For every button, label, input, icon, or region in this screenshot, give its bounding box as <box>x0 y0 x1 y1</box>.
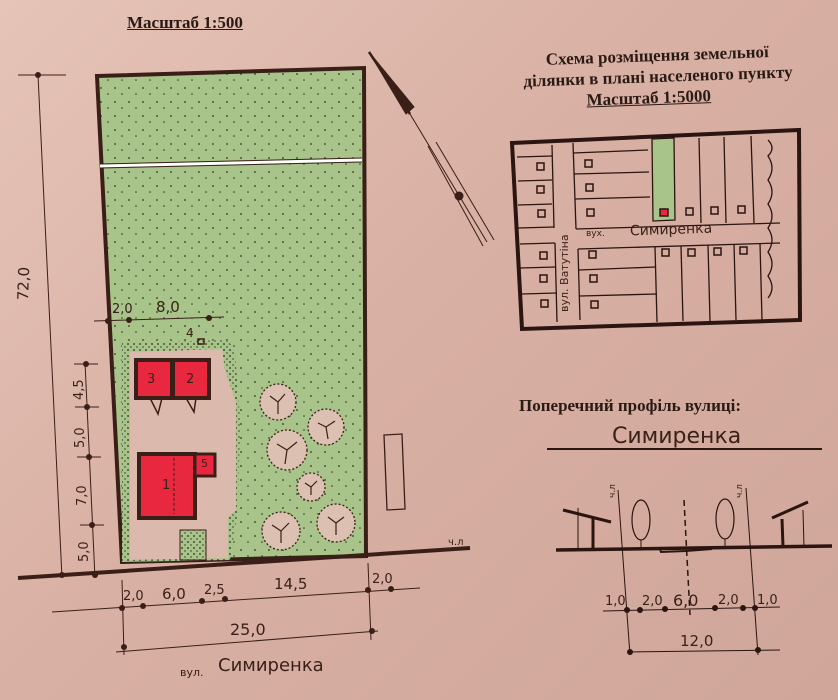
profile-dim-4: 2,0 <box>718 593 739 608</box>
street-vatutina-label: вул. Ватутіна <box>558 234 571 312</box>
dim-vertical-4: 5,0 <box>77 541 92 562</box>
street-profile-drawing <box>547 448 833 656</box>
building-5 <box>193 452 217 478</box>
profile-dim-1: 1,0 <box>605 594 626 609</box>
planter <box>179 529 207 561</box>
location-scheme-map <box>509 127 803 332</box>
dim-bottom-right: 2,0 <box>372 572 393 587</box>
dim-bottom-gap: 2,5 <box>204 583 225 598</box>
dim-vertical-3: 7,0 <box>75 485 90 506</box>
building-2-label: 2 <box>186 372 195 387</box>
structure-4 <box>197 338 205 345</box>
dim-vertical-2: 5,0 <box>73 427 88 448</box>
dim-vertical-1: 4,5 <box>72 379 87 400</box>
north-arrow-icon <box>367 51 495 247</box>
dim-total-length: 72,0 <box>14 266 34 301</box>
street-profile-title: Поперечний профіль вулиці: <box>519 396 742 415</box>
highlighted-plot <box>651 137 676 222</box>
dim-bottom-total: 25,0 <box>230 620 266 639</box>
red-line-right-label: ч.л <box>735 484 745 498</box>
dim-setback-left: 2,0 <box>112 302 133 317</box>
red-line-label: ч.л <box>448 537 464 548</box>
dim-bottom-house: 6,0 <box>162 585 186 603</box>
street-name: Симиренка <box>218 655 324 676</box>
location-scheme-title: Схема розміщення земельної ділянки в пла… <box>487 39 829 114</box>
building-3 <box>134 358 174 400</box>
building-2 <box>171 358 211 400</box>
dim-bottom-garden: 14,5 <box>274 575 308 593</box>
street-simirenka-prefix: вух. <box>586 229 605 239</box>
dim-bottom-left: 2,0 <box>123 589 144 604</box>
red-line-left-label: ч.л <box>608 484 618 498</box>
building-1 <box>137 452 197 520</box>
profile-dim-3: 6,0 <box>673 591 699 610</box>
neighbor-building <box>383 433 406 511</box>
street-profile-name: Симиренка <box>612 424 742 449</box>
structure-4-label: 4 <box>186 326 194 340</box>
building-5-label: 5 <box>201 457 208 470</box>
street-prefix: вул. <box>180 666 204 679</box>
profile-dim-5: 1,0 <box>757 593 778 608</box>
street-simirenka-map-label: Симиренка <box>629 220 713 240</box>
site-plan-scale-title: Масштаб 1:500 <box>127 13 243 32</box>
highlighted-house <box>659 208 669 217</box>
building-1-label: 1 <box>162 478 171 493</box>
profile-dim-2: 2,0 <box>642 594 663 609</box>
dim-house-width: 8,0 <box>156 298 180 316</box>
building-3-label: 3 <box>147 372 156 387</box>
profile-dim-total: 12,0 <box>680 632 714 650</box>
